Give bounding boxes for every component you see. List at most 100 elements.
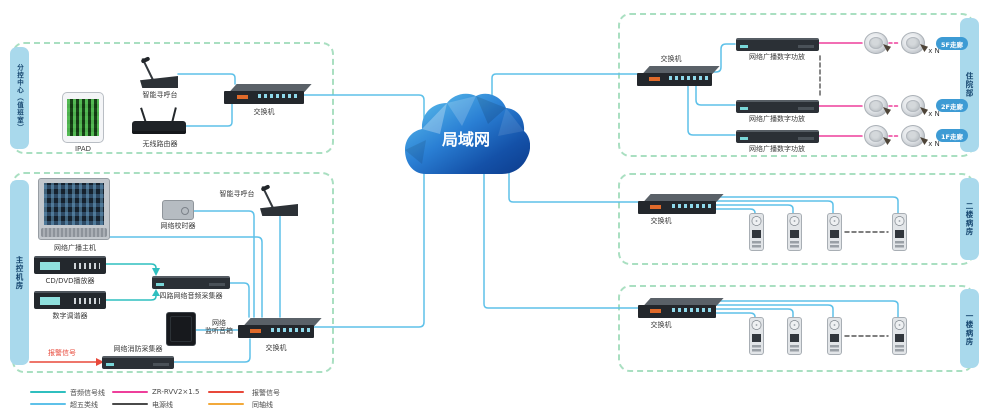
switch-label-ward2: 交换机 <box>650 217 672 225</box>
ward-terminal <box>827 213 842 251</box>
host-label: 网络广播主机 <box>54 244 96 252</box>
router-label: 无线路由器 <box>142 140 178 148</box>
paging-console-main <box>260 184 298 216</box>
cd-label: CD/DVD播放器 <box>45 277 95 285</box>
tab-main-control-room: 主控机房 <box>10 180 29 365</box>
paging-console-branch <box>140 56 178 88</box>
switch-ward1 <box>638 298 724 318</box>
ceiling-speaker <box>901 32 925 54</box>
switch-branch <box>224 84 312 104</box>
ward-terminal <box>892 213 907 251</box>
tab-ward2: 二楼病房 <box>960 178 979 260</box>
fire-collector <box>102 356 174 369</box>
ward-terminal <box>892 317 907 355</box>
pc-screen <box>44 183 104 225</box>
legend-label-audio: 音频信号线 <box>70 389 105 397</box>
digital-tuner <box>34 291 106 309</box>
cd-dvd-player <box>34 256 106 274</box>
switch-ports <box>258 94 300 98</box>
legend-swatch-coax <box>208 403 244 405</box>
amp-label-2f: 网络广播数字功放 <box>749 115 805 123</box>
legend-swatch-power <box>112 403 148 405</box>
mic-base <box>140 76 178 88</box>
switch-ports <box>671 204 713 208</box>
switch-ports <box>669 76 709 80</box>
legend-swatch-audio <box>30 391 66 393</box>
pc-keyboard <box>41 228 107 237</box>
monitor-speaker <box>166 312 196 346</box>
monitor-speaker-label: 网络 监听音箱 <box>198 319 240 336</box>
fire-collector-label: 网络消防采集器 <box>113 345 163 353</box>
badge-1f-corridor: 1F走廊 <box>936 129 968 142</box>
router-body <box>132 121 186 134</box>
switch-inpatient <box>637 66 720 86</box>
badge-5f-corridor: 5F走廊 <box>936 37 968 50</box>
audio-collector <box>152 276 230 289</box>
cat5-lines <box>108 43 899 363</box>
speaker-count-1f: x N <box>928 140 940 148</box>
ward-terminal <box>787 213 802 251</box>
ceiling-speaker <box>864 125 888 147</box>
legend-label-coax: 同轴线 <box>252 401 273 409</box>
continuation-dashes <box>819 55 889 337</box>
audio-arrow-down <box>152 268 160 276</box>
ipad-device <box>62 92 104 143</box>
wireless-router <box>132 104 186 134</box>
digital-amplifier-1f <box>736 130 819 143</box>
alarm-arrow <box>96 358 104 366</box>
legend-swatch-cat5 <box>30 403 66 405</box>
switch-led <box>236 95 248 99</box>
switch-led <box>650 205 662 209</box>
ward-terminal <box>749 317 764 355</box>
lan-cloud: 局域网 <box>402 92 531 188</box>
digital-amplifier-5f <box>736 38 819 51</box>
ipad-label: IPAD <box>74 145 92 153</box>
timer-label: 网络校时器 <box>160 222 196 230</box>
monitor-label-line2: 监听音箱 <box>205 327 233 336</box>
broadcast-host-pc <box>38 178 110 240</box>
digital-amplifier-2f <box>736 100 819 113</box>
audio-arrow-up <box>152 289 160 296</box>
switch-main <box>238 318 322 338</box>
ward-terminal <box>749 213 764 251</box>
speaker-count-5f: x N <box>928 47 940 55</box>
switch-label-ward1: 交换机 <box>650 321 672 329</box>
paging-label-main: 智能寻呼台 <box>219 190 255 198</box>
legend-swatch-zr <box>112 391 148 393</box>
ceiling-speaker <box>901 125 925 147</box>
alarm-signal-label: 报警信号 <box>48 349 76 357</box>
ceiling-speaker <box>864 32 888 54</box>
legend-label-alarm: 报警信号 <box>252 389 280 397</box>
ceiling-speaker <box>901 95 925 117</box>
cloud-label: 局域网 <box>442 130 490 149</box>
legend-label-zr: ZR-RVV2×1.5 <box>152 388 200 396</box>
ceiling-speaker <box>864 95 888 117</box>
network-timer <box>162 200 194 220</box>
monitor-label-line1: 网络 <box>212 319 226 327</box>
audio-lines <box>105 263 157 301</box>
tuner-label: 数字调谐器 <box>52 312 88 320</box>
collector-label: 四路网络音频采集器 <box>159 292 223 300</box>
legend-label-cat5: 超五类线 <box>70 401 98 409</box>
switch-ports <box>270 328 311 332</box>
cloud-shape <box>405 93 531 174</box>
switch-led <box>650 309 662 313</box>
tab-ward1: 一楼病房 <box>960 289 979 368</box>
switch-led <box>250 329 262 333</box>
switch-label-inpatient: 交换机 <box>660 55 682 63</box>
ward-terminal <box>827 317 842 355</box>
ward-terminal <box>787 317 802 355</box>
legend-swatch-alarm <box>208 391 244 393</box>
speaker-count-2f: x N <box>928 110 940 118</box>
amp-label-5f: 网络广播数字功放 <box>749 53 805 61</box>
switch-ward2 <box>638 194 724 214</box>
switch-label-main: 交换机 <box>265 344 287 352</box>
badge-2f-corridor: 2F走廊 <box>936 99 968 112</box>
switch-ports <box>671 308 713 312</box>
switch-led <box>649 77 660 81</box>
speaker-lines-dashed <box>888 42 901 137</box>
amp-label-1f: 网络广播数字功放 <box>749 145 805 153</box>
mic-base <box>260 204 298 216</box>
